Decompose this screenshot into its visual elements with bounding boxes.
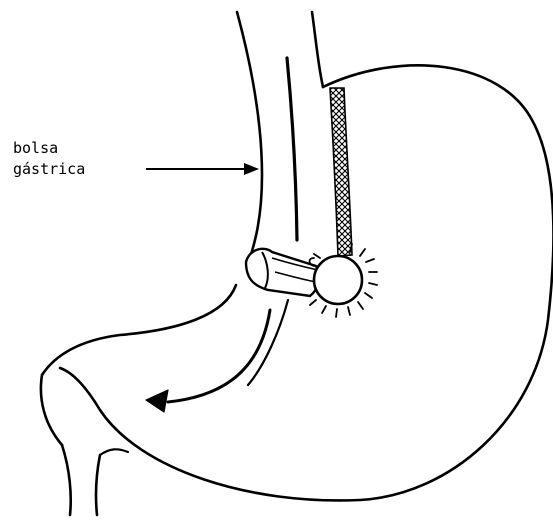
duodenum-lower-left: [62, 445, 71, 515]
pouch-label-line-2: gástrica: [13, 160, 85, 178]
esophagus-right-wall: [312, 12, 323, 87]
pouch-inner-line: [287, 58, 297, 240]
port-reservoir: [314, 256, 362, 304]
duodenum-lower-right: [96, 455, 100, 515]
pouch-outlet-line: [248, 300, 288, 385]
pouch-lower-wall: [42, 285, 236, 375]
staple-line: [330, 88, 352, 256]
pouch-label-line-1: bolsa: [13, 139, 58, 157]
duodenum-upper: [41, 375, 62, 445]
esophagus-left-wall: [237, 12, 262, 265]
food-flow-arrowhead: [146, 390, 168, 412]
adjustable-band: [246, 249, 319, 296]
duodenum-junction: [100, 449, 128, 455]
pointer-arrowhead: [244, 163, 259, 175]
